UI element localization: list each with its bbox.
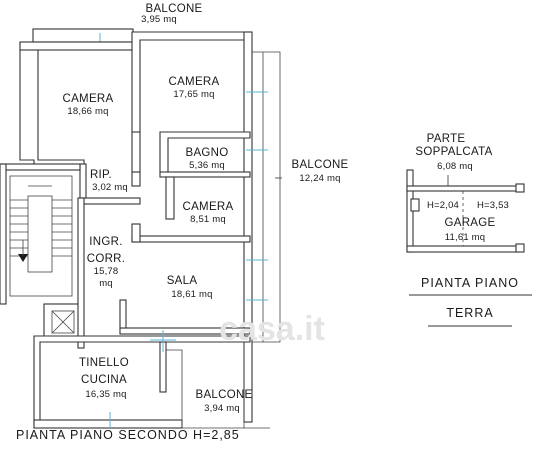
wall-tinello-bottom xyxy=(33,419,183,429)
area-parte: 6,08 mq xyxy=(437,161,473,172)
balcone-bottom-outline xyxy=(166,349,183,420)
label-rip: RIP. xyxy=(90,169,112,181)
label-parte: PARTE xyxy=(427,133,466,145)
garage-niche xyxy=(410,198,420,212)
title-second-floor: PIANTA PIANO SECONDO H=2,85 xyxy=(16,428,240,442)
title-ground-floor-line2: TERRA xyxy=(446,306,493,320)
label-camera-2: CAMERA xyxy=(168,76,219,88)
area-bagno: 5,36 mq xyxy=(189,160,225,171)
label-balcone-top: BALCONE xyxy=(145,3,202,15)
area-balcone-top: 3,95 mq xyxy=(141,14,177,25)
wall-stair-top xyxy=(0,163,81,171)
wall-bagno-bottom xyxy=(159,171,251,178)
area-sala: 18,61 mq xyxy=(171,289,212,300)
title-ground-floor-line1: PIANTA PIANO xyxy=(421,276,519,290)
balcone-right-outline xyxy=(252,51,281,343)
label-corr: CORR. xyxy=(87,253,126,265)
label-sala: SALA xyxy=(167,275,198,287)
area-balcone-bottom: 3,94 mq xyxy=(204,403,240,414)
wall-rip-bottom xyxy=(79,197,141,205)
wall-top-camera1 xyxy=(19,41,139,51)
label-garage: GARAGE xyxy=(444,217,495,229)
balcone-top-slab xyxy=(32,28,134,43)
elevator-shaft xyxy=(43,303,81,341)
balcone-bottom-edge xyxy=(181,420,270,429)
label-cucina: CUCINA xyxy=(81,374,127,386)
stairwell xyxy=(9,175,73,297)
area-camera-2: 17,65 mq xyxy=(173,89,214,100)
wall-camera3-bottom xyxy=(131,235,251,243)
height-left: H=2,04 xyxy=(427,200,459,211)
watermark: casa.it xyxy=(219,310,325,348)
garage-pillar-top xyxy=(515,183,525,193)
wall-rip-right xyxy=(131,171,141,187)
wall-camera3-left xyxy=(165,176,175,220)
height-right: H=3,53 xyxy=(477,200,509,211)
label-bagno: BAGNO xyxy=(185,147,228,159)
wall-corr-left xyxy=(77,197,85,349)
wall-stair-left xyxy=(0,163,7,305)
area-camera-3: 8,51 mq xyxy=(190,214,226,225)
label-ingr: INGR. xyxy=(89,236,122,248)
garage-pillar-bottom xyxy=(515,243,525,253)
second-floor-plan: BALCONE 3,95 mq CAMERA 18,66 mq CAMERA 1… xyxy=(0,3,348,442)
elevator-cab xyxy=(51,310,75,334)
wall-camera3-stub xyxy=(131,223,141,243)
area-ingr-corr: 15,78 xyxy=(94,266,119,277)
stair-core xyxy=(27,195,53,273)
garage-wall-top xyxy=(406,185,521,192)
area-ingr-corr-unit: mq xyxy=(99,278,113,289)
garage-wall-bottom xyxy=(406,245,521,253)
label-tinello: TINELLO xyxy=(79,357,129,369)
wall-bagno-left xyxy=(131,131,141,173)
label-balcone-right: BALCONE xyxy=(291,159,348,171)
label-soppalcata: SOPPALCATA xyxy=(415,146,492,158)
label-camera-3: CAMERA xyxy=(182,201,233,213)
label-balcone-bottom: BALCONE xyxy=(195,389,252,401)
area-rip: 3,02 mq xyxy=(92,182,128,193)
area-tinello: 16,35 mq xyxy=(85,389,126,400)
label-camera-1: CAMERA xyxy=(62,93,113,105)
ground-floor-plan: PARTE SOPPALCATA 6,08 mq H=2,04 H=3,53 G… xyxy=(406,133,532,327)
wall-tinello-top xyxy=(33,335,251,429)
area-balcone-right: 12,24 mq xyxy=(299,173,340,184)
stair-arrow-icon xyxy=(18,254,28,262)
wall-sala-left xyxy=(119,299,127,329)
area-garage: 11,61 mq xyxy=(445,232,486,243)
wall-right xyxy=(243,31,253,423)
wall-sala-bottom xyxy=(119,327,251,335)
area-camera-1: 18,66 mq xyxy=(67,106,108,117)
stair-treads xyxy=(10,185,72,257)
